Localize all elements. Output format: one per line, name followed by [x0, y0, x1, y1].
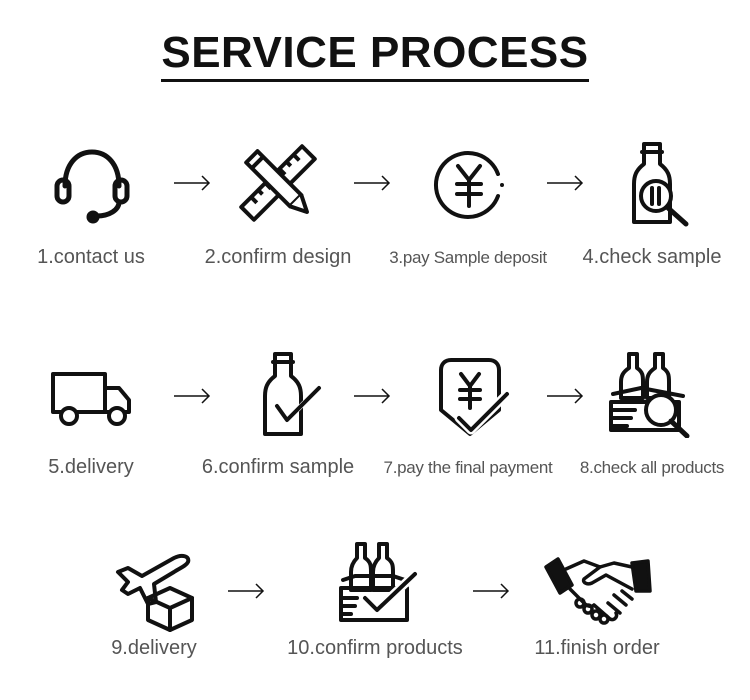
- step-label: 3.pay Sample deposit: [389, 248, 547, 267]
- truck-icon: [47, 352, 137, 442]
- handshake-icon: [544, 545, 654, 635]
- arrow-right-icon: [545, 173, 585, 193]
- bottle-magnifier-icon: [612, 138, 702, 228]
- page-title: SERVICE PROCESS: [0, 28, 750, 82]
- yuan-shield-check-icon: [427, 352, 517, 442]
- step-label: 10.confirm products: [287, 637, 463, 659]
- arrow-right-icon: [172, 173, 212, 193]
- step-label: 9.delivery: [111, 637, 197, 659]
- yuan-coin-icon: [424, 140, 514, 230]
- step-label: 8.check all products: [579, 458, 725, 477]
- step-label: 5.delivery: [48, 456, 134, 478]
- arrow-right-icon: [471, 581, 511, 601]
- step-label: 7.pay the final payment: [383, 458, 553, 477]
- step-label: 2.confirm design: [204, 246, 352, 268]
- pencil-ruler-icon: [233, 138, 323, 228]
- bottle-check-icon: [243, 350, 333, 440]
- step-label: 4.check sample: [582, 246, 722, 268]
- step-label: 6.confirm sample: [201, 456, 355, 478]
- arrow-right-icon: [352, 173, 392, 193]
- arrow-right-icon: [545, 386, 585, 406]
- arrow-right-icon: [226, 581, 266, 601]
- headset-icon: [47, 140, 137, 230]
- arrow-right-icon: [172, 386, 212, 406]
- bottles-magnifier-icon: [605, 348, 695, 438]
- arrow-right-icon: [352, 386, 392, 406]
- step-label: 11.finish order: [534, 637, 660, 659]
- bottles-box-check-icon: [331, 540, 421, 630]
- step-label: 1.contact us: [37, 246, 145, 268]
- plane-box-icon: [110, 542, 200, 632]
